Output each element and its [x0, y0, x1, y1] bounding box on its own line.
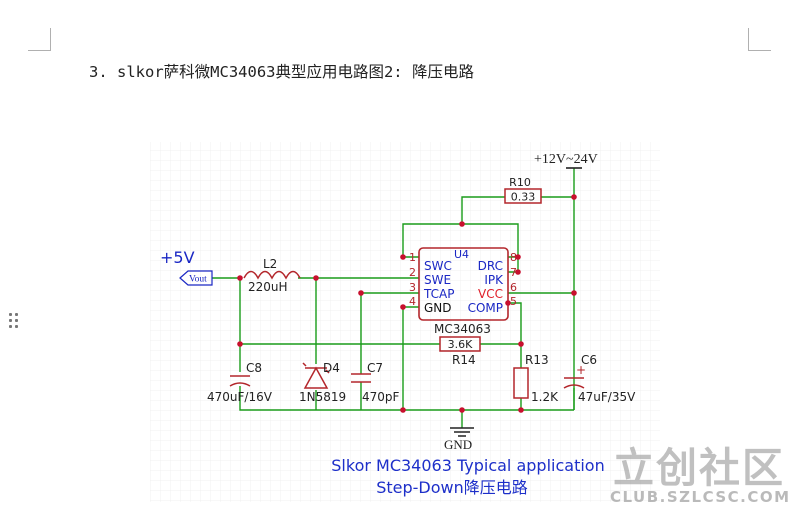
- ic-pin-name-comp: COMP: [468, 301, 503, 315]
- ic-pin-num-7: 7: [510, 266, 517, 279]
- node: [518, 407, 524, 413]
- node: [505, 300, 511, 306]
- r10-ref: R10: [509, 176, 531, 189]
- capacitor-c6: + C6 47uF/35V: [563, 353, 636, 404]
- junction-nodes: [237, 194, 577, 413]
- wires: [212, 168, 575, 428]
- ic-pin-name-vcc: VCC: [478, 287, 503, 301]
- d4-ref: D4: [323, 361, 340, 375]
- crop-mark-top-left: [28, 28, 51, 51]
- ic-pin-num-4: 4: [409, 295, 416, 308]
- node: [459, 407, 465, 413]
- l2-value: 220uH: [248, 280, 288, 294]
- node: [571, 290, 577, 296]
- output-port: Vout +5V: [160, 248, 213, 286]
- resistor-r10: R10 0.33: [504, 176, 542, 204]
- node: [237, 341, 243, 347]
- supply-terminal: +12V~24V: [534, 152, 598, 169]
- node: [400, 254, 406, 260]
- c7-ref: C7: [367, 361, 383, 375]
- ic-pin-num-2: 2: [409, 266, 416, 279]
- watermark-site: CLUB.SZLCSC.COM: [610, 488, 791, 506]
- ic-pin-num-8: 8: [510, 251, 517, 264]
- resistor-r13: R13 1.2K: [513, 353, 559, 404]
- wire-pin1: [402, 223, 462, 258]
- ic-mc34063: U4 SWC SWE TCAP GND DRC IPK VCC COMP 1 2…: [409, 247, 517, 336]
- capacitor-c8: C8 470uF/16V: [207, 361, 273, 404]
- node: [515, 254, 521, 260]
- ic-part-number: MC34063: [434, 322, 491, 336]
- node: [400, 407, 406, 413]
- node: [571, 194, 577, 200]
- r10-value: 0.33: [511, 191, 536, 204]
- c6-polarity: +: [576, 363, 586, 377]
- node: [358, 290, 364, 296]
- c8-value: 470uF/16V: [207, 390, 273, 404]
- node: [515, 269, 521, 275]
- r14-value: 3.6K: [448, 338, 473, 351]
- c7-value: 470pF: [362, 390, 400, 404]
- r14-ref: R14: [452, 353, 476, 367]
- ground-label: GND: [444, 437, 472, 452]
- diode-d4: D4 1N5819: [299, 361, 346, 404]
- output-voltage-label: +5V: [160, 248, 195, 267]
- wire-r10-loop: [461, 196, 574, 224]
- ic-pin-num-6: 6: [510, 281, 517, 294]
- r13-ref: R13: [525, 353, 549, 367]
- ic-ref: U4: [454, 248, 469, 261]
- ic-pin-name-swc: SWC: [424, 259, 452, 273]
- ground-symbol: GND: [444, 427, 474, 452]
- capacitor-c7: C7 470pF: [351, 361, 400, 404]
- node: [459, 221, 465, 227]
- ic-pin-num-3: 3: [409, 281, 416, 294]
- c6-value: 47uF/35V: [578, 390, 636, 404]
- ic-pin-num-1: 1: [409, 251, 416, 264]
- node: [237, 275, 243, 281]
- node: [313, 275, 319, 281]
- wire-pin8-pin7: [462, 223, 519, 273]
- ic-pin-name-swe: SWE: [424, 273, 451, 287]
- c6-ref: C6: [581, 353, 597, 367]
- drag-handle-icon[interactable]: [8, 312, 20, 328]
- watermark-brand: 立创社区: [613, 444, 785, 492]
- d4-value: 1N5819: [299, 390, 346, 404]
- ic-pin-name-drc: DRC: [478, 259, 503, 273]
- inductor-l2: L2 220uH: [243, 257, 301, 294]
- section-heading: 3. slkor萨科微MC34063典型应用电路图2: 降压电路: [89, 63, 474, 81]
- supply-voltage-label: +12V~24V: [534, 152, 598, 167]
- l2-ref: L2: [263, 257, 277, 271]
- caption-line-1: Slkor MC34063 Typical application: [331, 456, 604, 475]
- ic-pin-name-gnd: GND: [424, 301, 452, 315]
- ic-pin-name-tcap: TCAP: [423, 287, 454, 301]
- resistor-r14: 3.6K R14: [439, 336, 481, 367]
- ic-pin-name-ipk: IPK: [484, 273, 504, 287]
- crop-mark-top-right: [748, 28, 771, 51]
- node: [518, 341, 524, 347]
- node: [400, 304, 406, 310]
- r13-value: 1.2K: [531, 390, 559, 404]
- caption-line-2: Step-Down降压电路: [376, 478, 528, 497]
- schematic-grid: [150, 142, 660, 502]
- ic-pin-num-5: 5: [510, 295, 517, 308]
- c8-ref: C8: [246, 361, 262, 375]
- output-port-label: Vout: [189, 275, 207, 285]
